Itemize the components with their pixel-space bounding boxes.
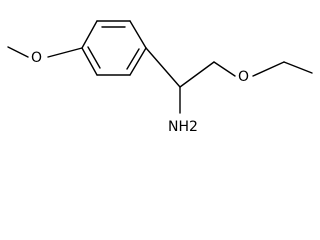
oxygen-to-ethyl-bond <box>252 61 285 77</box>
ring-bond <box>129 20 147 49</box>
molecule-diagram: O O NH2 <box>7 20 313 135</box>
methyl-oxygen-bond <box>7 46 29 58</box>
aryl-oxygen-bond <box>47 47 83 58</box>
ring-inner-double-bond <box>87 46 101 69</box>
methoxy-group: O <box>7 46 83 66</box>
ring-bond <box>81 20 98 49</box>
ethyl-bond <box>283 61 313 74</box>
ring-bond <box>81 47 98 76</box>
ring-bond <box>129 47 147 76</box>
ring-inner-double-bond <box>126 48 140 70</box>
benzene-ring <box>81 20 147 76</box>
ether-oxygen-label: O <box>238 69 249 85</box>
side-chain: O NH2 <box>145 47 313 135</box>
structure-canvas: O O NH2 <box>7 20 313 135</box>
amine-label: NH2 <box>168 119 198 135</box>
ch2-to-oxygen-bond <box>213 61 236 77</box>
methoxy-oxygen-label: O <box>31 50 42 66</box>
ch-to-ch2-bond <box>179 61 215 88</box>
ring-to-ch-bond <box>145 47 181 88</box>
